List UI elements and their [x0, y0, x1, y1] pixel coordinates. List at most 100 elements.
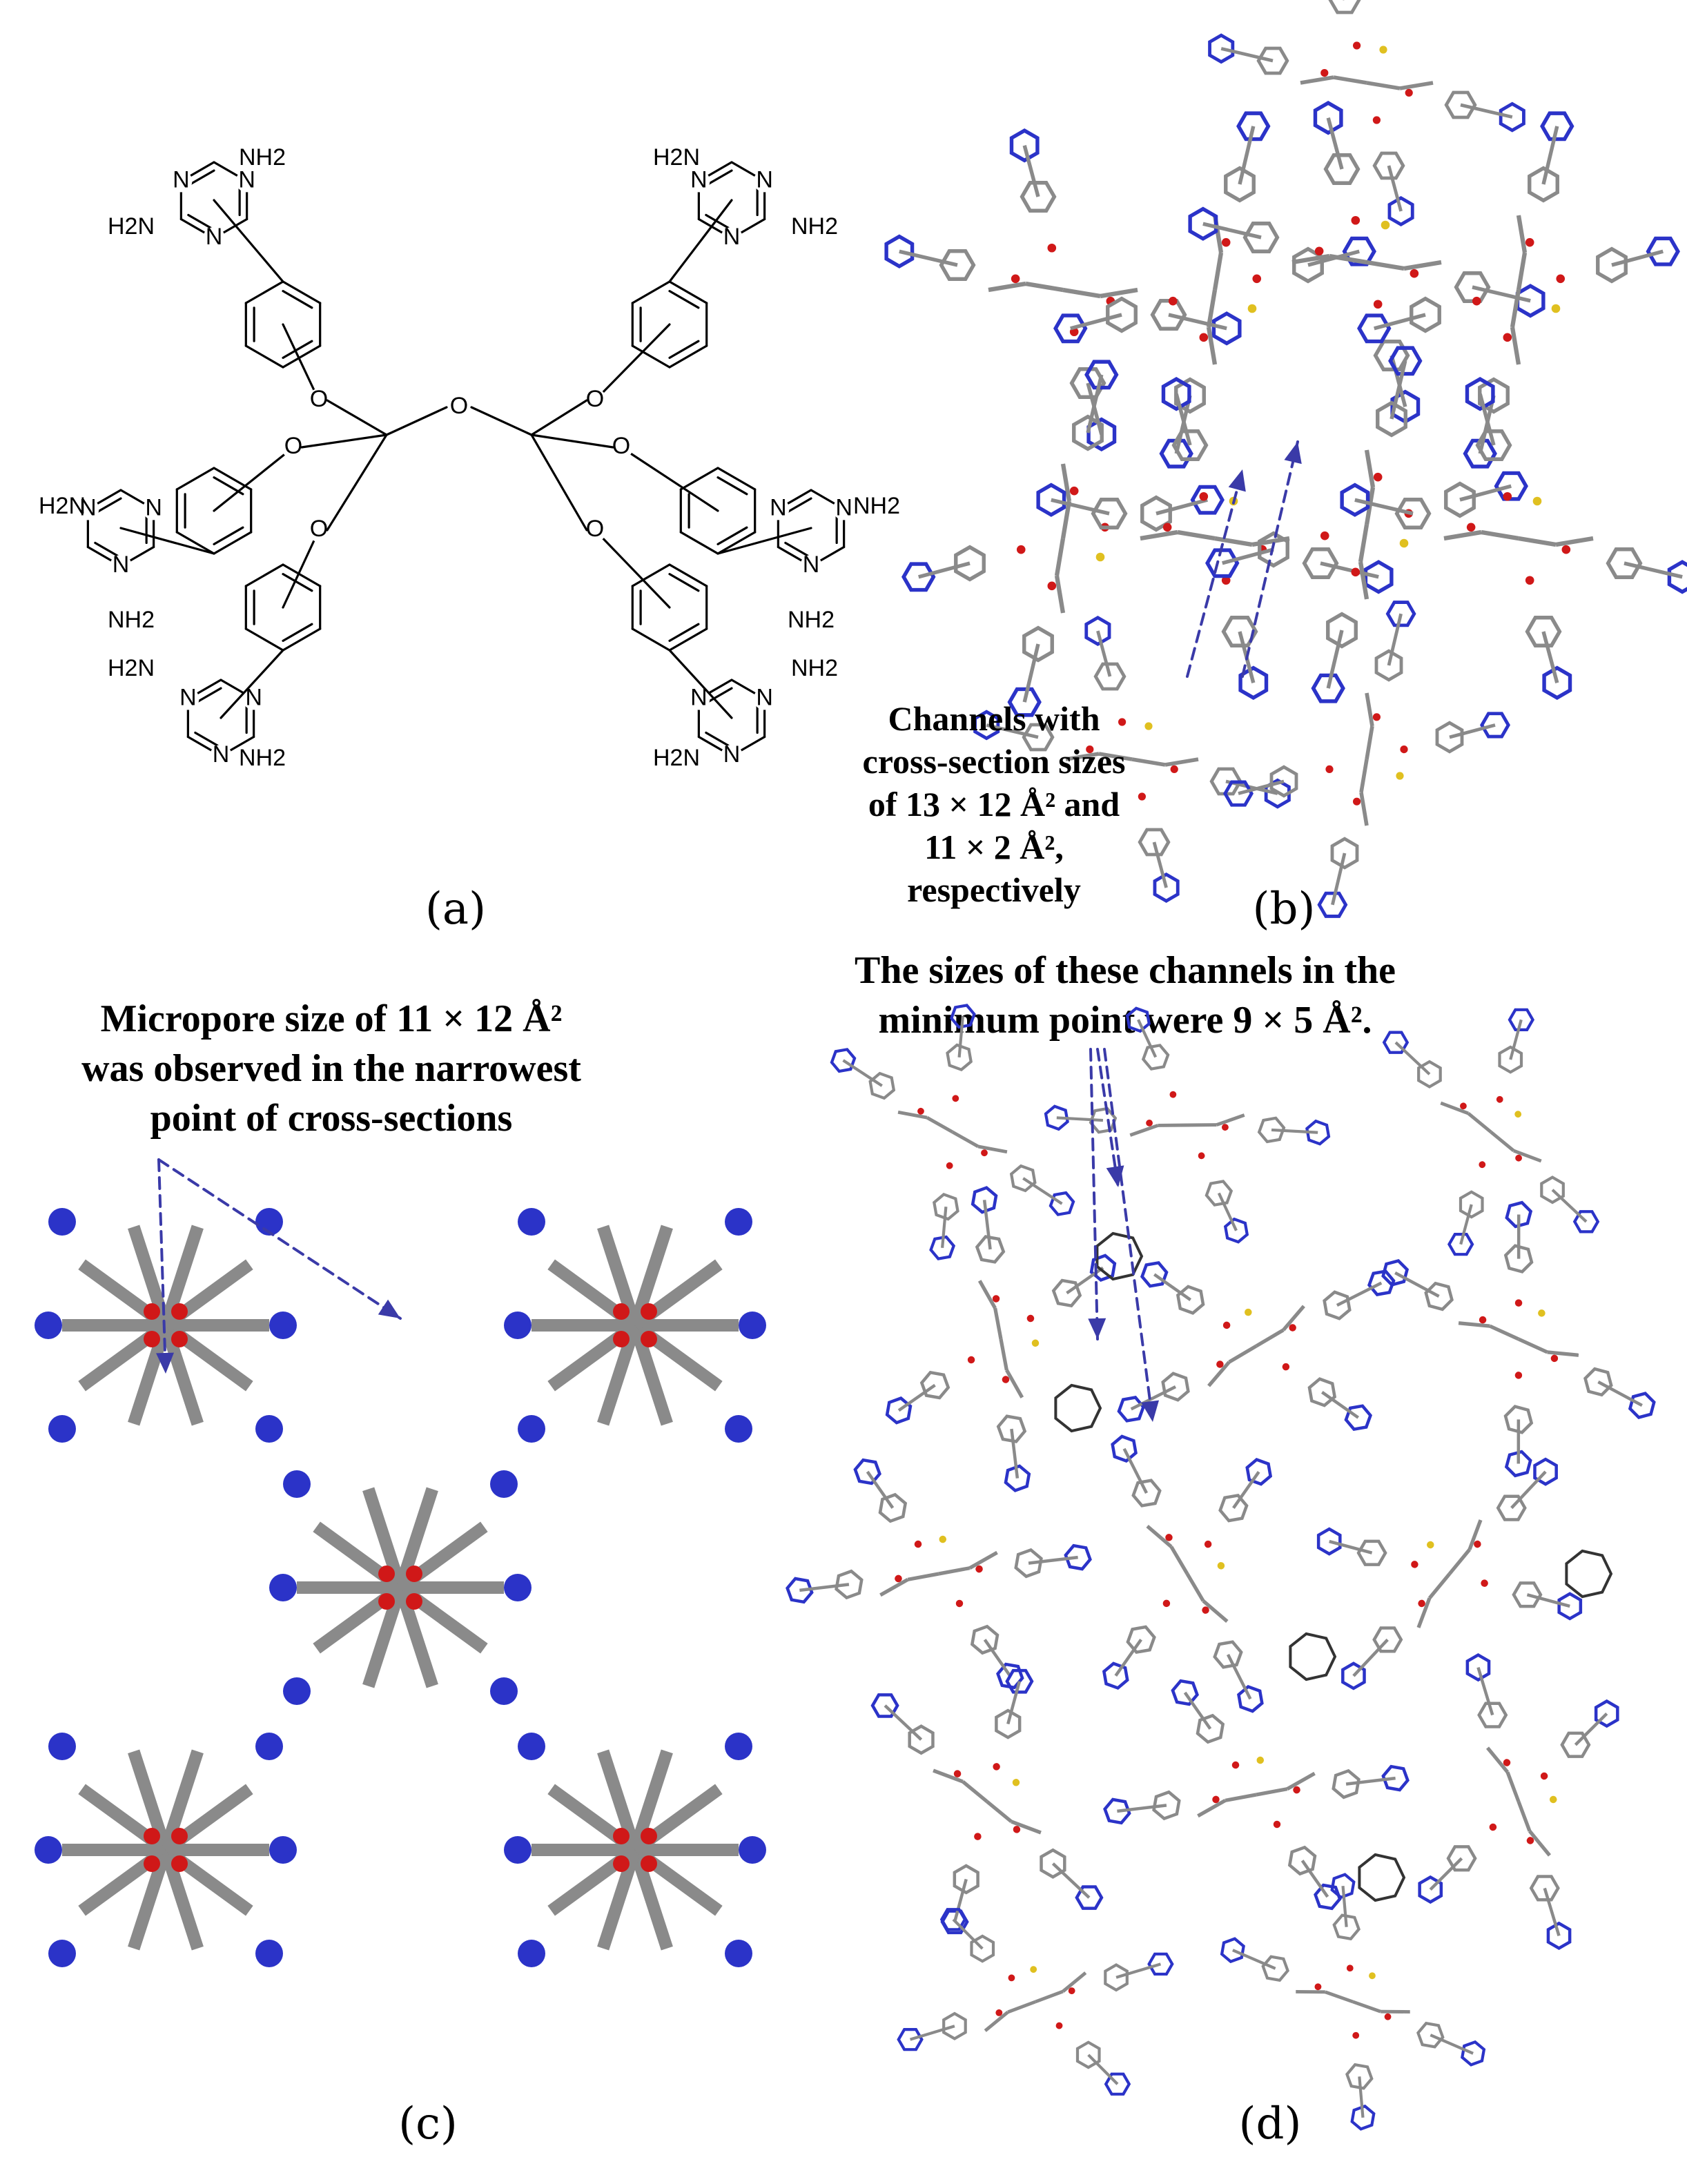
stick-bond	[957, 1016, 964, 1057]
oxygen-atom	[1293, 1786, 1300, 1794]
stick-bond	[866, 1470, 895, 1509]
channel-arrow-1	[1186, 468, 1244, 678]
phenyl-ring	[1446, 1845, 1477, 1872]
stick-bond	[1207, 1361, 1231, 1387]
phenyl-ring	[996, 1414, 1027, 1443]
nitrogen-atom	[269, 1574, 297, 1601]
triazine-ring	[1316, 1527, 1342, 1556]
phenyl-ring	[1525, 616, 1562, 647]
phenyl-ring	[1126, 1625, 1156, 1655]
oxygen-atom	[1282, 1363, 1290, 1371]
molecule-fragment	[1044, 1006, 1331, 1244]
phenyl-4-bond	[679, 531, 719, 555]
oxygen-atom	[406, 1566, 422, 1582]
nitrogen-atom	[269, 1312, 297, 1339]
framework-stick	[629, 1749, 673, 1852]
panel-d-label: (d)	[1238, 2098, 1302, 2149]
stick-bond	[1146, 1525, 1173, 1548]
triazine-ring	[1208, 33, 1235, 64]
triazine-ring	[1480, 712, 1510, 739]
phenyl-ring	[1478, 377, 1510, 414]
triazine-ring	[1508, 1008, 1535, 1032]
phenyl-ring	[1528, 166, 1559, 203]
triazine-ring	[1102, 1661, 1129, 1690]
nitrogen-atom	[48, 1940, 76, 1967]
sulfur-atom	[1217, 1562, 1225, 1570]
stick-bond	[1366, 81, 1401, 90]
stick-bond	[952, 1918, 984, 1950]
channel-arrow-d-3-head	[1141, 1400, 1160, 1422]
sulfur-atom	[1256, 1756, 1265, 1764]
amine-group: NH2	[239, 144, 286, 170]
stick-bond	[1098, 752, 1133, 761]
triazine-ring	[1007, 687, 1042, 717]
triazine-ring	[1533, 1457, 1558, 1486]
panel-b-label: (b)	[1252, 884, 1316, 935]
nitrogen-atom: N	[206, 224, 223, 250]
triazine-ring	[1245, 1457, 1273, 1486]
nitrogen-atom	[725, 1940, 752, 1967]
stick-bond	[1232, 1471, 1260, 1509]
micropore-cluster	[35, 1733, 297, 1967]
oxygen-atom	[1411, 1561, 1418, 1568]
triazine-1-double	[94, 541, 122, 559]
nitrogen-atom	[504, 1836, 532, 1864]
stick-bond	[1153, 1273, 1191, 1301]
stick-bond	[1300, 1860, 1329, 1898]
phenyl-ring	[939, 249, 976, 281]
phenyl-ring	[1435, 721, 1464, 754]
oxygen-atom	[1216, 1361, 1224, 1368]
stick-bond	[1300, 75, 1334, 85]
stick-bond	[1007, 2000, 1036, 2014]
stick-bond	[1516, 215, 1528, 253]
stick-bond	[1467, 1112, 1492, 1133]
triazine-ring	[1009, 128, 1040, 163]
oxygen-atom	[1199, 491, 1209, 501]
phenyl-ring	[1459, 1190, 1484, 1219]
oxygen-atom	[378, 1593, 395, 1610]
triazine-ring	[884, 234, 915, 269]
phenyl-5-double	[668, 623, 700, 642]
framework-stick	[597, 1225, 641, 1327]
triazine-ring	[1463, 438, 1497, 469]
oxygen-atom	[1199, 333, 1209, 342]
oxygen-atom	[1372, 713, 1381, 721]
triazine-ring	[1499, 101, 1525, 133]
stick-bond	[1238, 779, 1285, 795]
stick-bond	[1202, 1599, 1229, 1623]
stick-bond	[1459, 484, 1512, 502]
stick-bond	[1472, 285, 1531, 303]
oxygen-atom	[1540, 1772, 1548, 1780]
nitrogen-atom	[283, 1470, 311, 1498]
stick-bond	[1096, 630, 1112, 677]
molecule-fragment	[1205, 346, 1528, 703]
oxygen-atom	[1165, 1534, 1173, 1541]
triazine-ring	[1159, 438, 1193, 469]
stick-bond	[1374, 313, 1426, 331]
stick-bond	[1387, 613, 1403, 666]
stick-bond	[1489, 1324, 1520, 1341]
oxygen-atom	[993, 1763, 1000, 1771]
phenyl-ring	[908, 1724, 935, 1755]
framework-stick	[629, 1225, 673, 1327]
oxygen-atom	[171, 1828, 188, 1844]
ann-b-line-4: 11 × 2 Å²,	[924, 828, 1064, 866]
phenyl-ring	[933, 1192, 959, 1221]
phenyl-ring	[1503, 1244, 1534, 1274]
nitrogen-atom	[255, 1940, 283, 1967]
stick-bond	[1137, 1019, 1158, 1058]
oxygen-atom	[1405, 88, 1413, 97]
nitrogen-atom: N	[803, 552, 820, 578]
stick-bond	[1331, 852, 1347, 906]
triazine-ring	[940, 1909, 969, 1935]
phenyl-ring	[1174, 377, 1206, 414]
stick-bond	[1440, 1101, 1469, 1115]
triazine-0-double	[187, 213, 215, 231]
phenyl-5-double	[668, 573, 700, 592]
channel-arrow-d-1	[1089, 1048, 1099, 1340]
phenyl-ring	[1477, 1702, 1508, 1728]
phenyl-2-bond	[282, 563, 322, 587]
aryl-link	[716, 527, 812, 555]
oxygen-atom	[1479, 1316, 1487, 1324]
